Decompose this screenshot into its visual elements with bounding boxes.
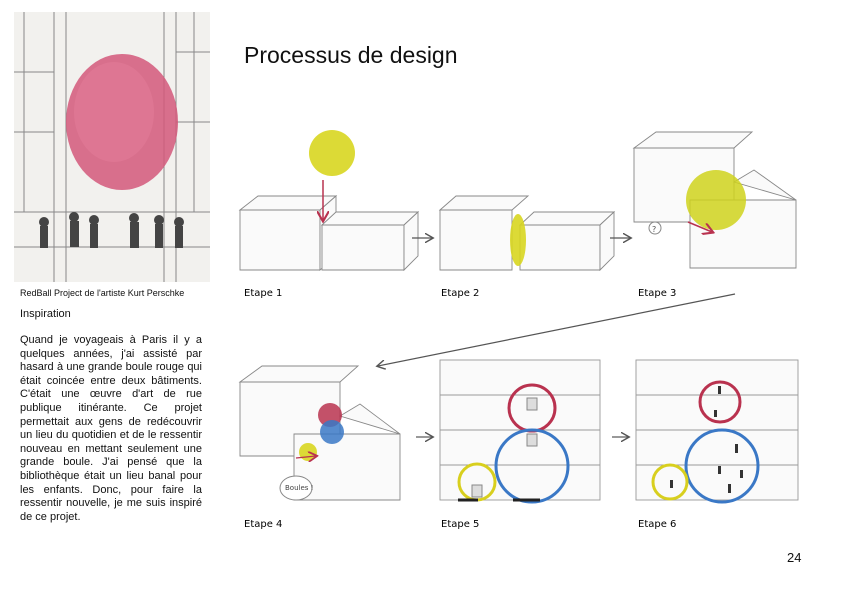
step1-ball	[309, 130, 355, 176]
redball-photo	[14, 12, 210, 282]
step-label-1: Etape 1	[244, 288, 282, 299]
step3-ball	[686, 170, 746, 230]
inspiration-text: Quand je voyageais à Paris il y a quelqu…	[20, 334, 202, 523]
page-number: 24	[787, 550, 802, 565]
step-label-2: Etape 2	[441, 288, 479, 299]
step2-ball	[510, 214, 526, 266]
step5-diagram	[439, 359, 601, 504]
page-title: Processus de design	[244, 42, 458, 68]
svg-text:?: ?	[652, 225, 656, 234]
inspiration-heading: Inspiration	[20, 308, 71, 320]
step1-diagram	[238, 195, 420, 272]
step2-diagram	[438, 195, 616, 272]
step6-diagram	[635, 359, 799, 504]
step-label-4: Etape 4	[244, 519, 282, 530]
step-label-5: Etape 5	[441, 519, 479, 530]
redball-sketch	[14, 12, 210, 282]
step4-diagram	[238, 365, 401, 501]
step-label-6: Etape 6	[638, 519, 676, 530]
bubble-text: Boules !	[285, 484, 313, 492]
step-label-3: Etape 3	[638, 288, 676, 299]
photo-caption: RedBall Project de l'artiste Kurt Persch…	[20, 288, 185, 298]
